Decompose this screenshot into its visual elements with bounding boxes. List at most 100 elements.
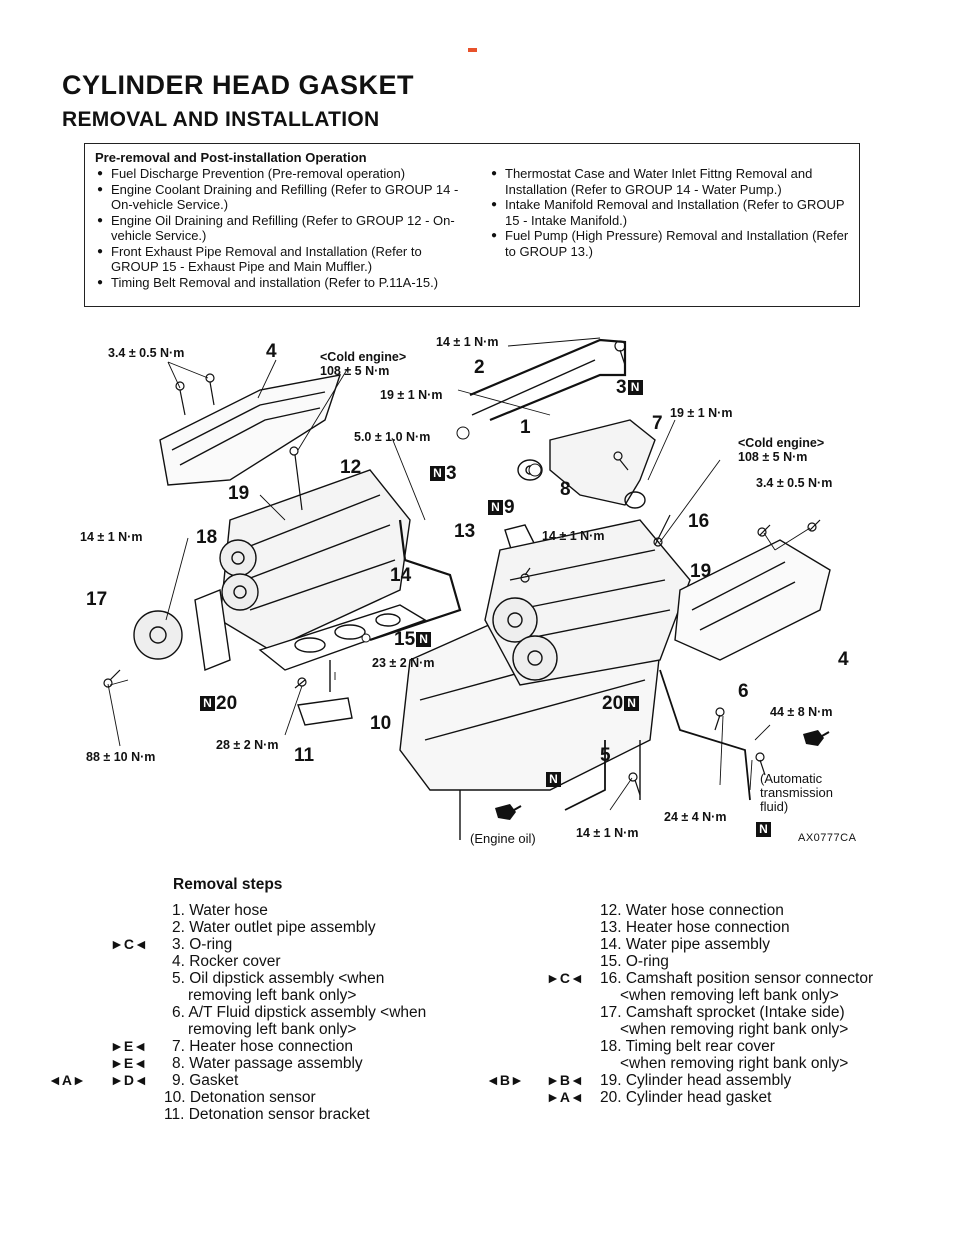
removal-step: 2. Water outlet pipe assembly: [172, 919, 376, 936]
removal-step: removing left bank only>: [188, 987, 357, 1004]
oil-dipstick-drawing: [564, 740, 606, 811]
torque-label: 14 ± 1 N·m: [436, 335, 499, 349]
exploded-view-diagram: 3.4 ± 0.5 N·m <Cold engine> 108 ± 5 N·m …: [80, 320, 880, 860]
part-markers: [361, 426, 542, 643]
torque-label: 3.4 ± 0.5 N·m: [756, 476, 833, 490]
torque-label: 24 ± 4 N·m: [664, 810, 727, 824]
left-rocker-cover-drawing: [159, 374, 342, 486]
removal-step: <when removing right bank only>: [620, 1021, 849, 1038]
pre-removal-item: Fuel Pump (High Pressure) Removal and In…: [489, 228, 849, 259]
header-accent-mark: [468, 48, 477, 52]
removal-step: 19. Cylinder head assembly: [600, 1072, 792, 1089]
torque-label: 44 ± 8 N·m: [770, 705, 833, 719]
callout-8: 8: [560, 479, 571, 500]
torque-label: 19 ± 1 N·m: [670, 406, 733, 420]
water-outlet-pipe-drawing: [469, 338, 627, 422]
torque-label: 14 ± 1 N·m: [80, 530, 143, 544]
callout-4: 4: [266, 341, 277, 362]
callout-19-right: 19: [690, 561, 712, 582]
oil-can-icon: [803, 730, 830, 746]
atf-dipstick-drawing: [659, 669, 751, 801]
torque-label: 28 ± 2 N·m: [216, 738, 279, 752]
removal-step: 13. Heater hose connection: [600, 919, 790, 936]
callout-10: 10: [370, 713, 392, 734]
removal-step: 16. Camshaft position sensor connector: [600, 970, 874, 987]
removal-step: 5. Oil dipstick assembly <when: [172, 970, 385, 987]
service-mark: ►C◄: [110, 936, 148, 952]
service-mark: ◄A►: [48, 1072, 86, 1088]
service-mark: ►D◄: [110, 1072, 148, 1088]
callout-12: 12: [340, 457, 362, 478]
callout-11: 11: [294, 745, 315, 766]
page-subtitle: REMOVAL AND INSTALLATION: [62, 108, 380, 131]
removal-step: 4. Rocker cover: [172, 953, 281, 970]
new-part-marker: N: [546, 770, 562, 790]
torque-label: 88 ± 10 N·m: [86, 750, 156, 764]
callout-14: 14: [390, 565, 412, 586]
service-mark: ►B◄: [546, 1072, 584, 1088]
new-part-icon: N: [546, 772, 561, 787]
service-mark: ◄B►: [486, 1072, 524, 1088]
torque-label: <Cold engine>: [320, 350, 407, 364]
service-mark: ►E◄: [110, 1038, 148, 1054]
new-part-icon: N: [624, 696, 640, 711]
new-part-icon: N: [756, 822, 771, 837]
callout-5: 5: [600, 745, 611, 766]
atf-note-line: (Automatic: [760, 771, 823, 786]
torque-label: 108 ± 5 N·m: [738, 450, 808, 464]
service-mark: ►C◄: [546, 970, 584, 986]
torque-label: 19 ± 1 N·m: [380, 388, 443, 402]
callout-2: 2: [474, 357, 485, 378]
removal-step: <when removing left bank only>: [620, 987, 839, 1004]
engine-oil-note: (Engine oil): [470, 831, 536, 846]
pre-removal-list-left: Fuel Discharge Prevention (Pre-removal o…: [95, 166, 463, 290]
removal-step: 18. Timing belt rear cover: [600, 1038, 775, 1055]
removal-step: 11. Detonation sensor bracket: [164, 1106, 370, 1123]
oil-can-icon: [495, 804, 522, 820]
removal-step: 14. Water pipe assembly: [600, 936, 771, 953]
engine-illustration: [103, 337, 831, 840]
callout-13: 13: [454, 521, 476, 542]
removal-step: 20. Cylinder head gasket: [600, 1089, 772, 1106]
pre-removal-item: Engine Coolant Draining and Refilling (R…: [95, 182, 463, 213]
removal-steps-title: Removal steps: [173, 876, 283, 893]
new-part-icon: N: [200, 696, 215, 711]
torque-label: 14 ± 1 N·m: [542, 529, 605, 543]
new-part-icon: N: [488, 500, 503, 515]
service-mark: ►E◄: [110, 1055, 148, 1071]
pre-removal-item: Intake Manifold Removal and Installation…: [489, 197, 849, 228]
leader-lines: [107, 337, 811, 811]
new-part-marker: N: [756, 820, 772, 840]
pre-removal-item: Fuel Discharge Prevention (Pre-removal o…: [95, 166, 463, 182]
bolt-drawings: [103, 340, 821, 796]
new-part-icon: N: [416, 632, 432, 647]
pre-removal-box: Pre-removal and Post-installation Operat…: [84, 143, 860, 307]
callout-17: 17: [86, 589, 108, 610]
pre-removal-item: Engine Oil Draining and Refilling (Refer…: [95, 213, 463, 244]
timing-belt-rear-cover-drawing: [194, 589, 231, 671]
removal-step: 7. Heater hose connection: [172, 1038, 353, 1055]
removal-step: 17. Camshaft sprocket (Intake side): [600, 1004, 845, 1021]
callout-4-right: 4: [838, 649, 849, 670]
removal-step: 12. Water hose connection: [600, 902, 784, 919]
removal-step: 10. Detonation sensor: [164, 1089, 316, 1106]
water-pipe-drawing: [369, 519, 462, 642]
callout-7: 7: [652, 413, 663, 434]
atf-note-line: fluid): [760, 799, 789, 814]
removal-step: 3. O-ring: [172, 936, 233, 953]
removal-step: 8. Water passage assembly: [172, 1055, 363, 1072]
callout-18: 18: [196, 527, 218, 548]
removal-step: 15. O-ring: [600, 953, 669, 970]
removal-step: <when removing right bank only>: [620, 1055, 849, 1072]
pre-removal-title: Pre-removal and Post-installation Operat…: [95, 150, 367, 165]
callout-6: 6: [738, 681, 749, 702]
removal-step: 1. Water hose: [172, 902, 268, 919]
new-part-icon: N: [627, 380, 643, 395]
pre-removal-item: Thermostat Case and Water Inlet Fittng R…: [489, 166, 849, 197]
callout-19: 19: [228, 483, 250, 504]
